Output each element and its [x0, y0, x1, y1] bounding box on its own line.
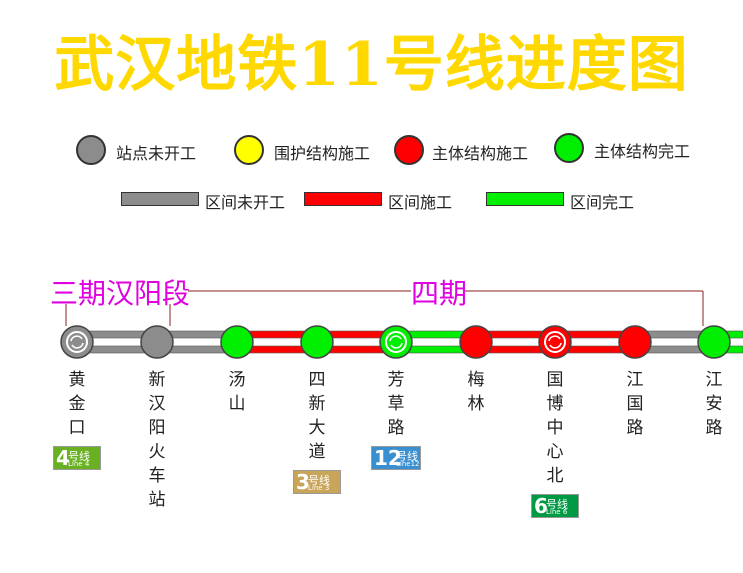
legend-item-station-main-structure: 主体结构施工	[394, 135, 554, 171]
legend-bar-gray	[121, 192, 199, 206]
station-name-jiangguolu: 江国路	[626, 370, 644, 438]
station-marker-tangshan[interactable]	[220, 325, 254, 359]
station-name-huangjinkou: 黄金口	[68, 370, 86, 438]
badge-line-number: 12	[374, 446, 402, 470]
legend-swatch-yellow	[234, 135, 264, 165]
legend-label: 区间施工	[388, 193, 453, 212]
station-circle	[300, 325, 334, 359]
station-circle	[459, 325, 493, 359]
station-name-fangcaolu: 芳草路	[387, 370, 405, 438]
badge-line-zh: 号线	[546, 498, 568, 511]
interchange-arrows-icon	[548, 335, 562, 349]
station-name-guobozhongxinbei: 国博中心北	[546, 370, 564, 486]
legend-swatch-green	[554, 133, 584, 163]
station-circle	[618, 325, 652, 359]
legend-item-section-in-progress: 区间施工	[304, 192, 474, 212]
badge-line-zh: 号线	[68, 450, 90, 463]
legend-label: 区间完工	[570, 193, 635, 212]
station-name-tangshan: 汤山	[228, 370, 246, 414]
legend-item-station-enclosure: 围护结构施工	[234, 135, 394, 171]
station-circle	[60, 325, 94, 359]
station-marker-meilin[interactable]	[459, 325, 493, 359]
badge-line-number: 6	[534, 494, 548, 518]
legend-label: 主体结构施工	[432, 144, 529, 163]
station-name-xinhanyang: 新汉阳火车站	[148, 370, 166, 510]
legend-label: 围护结构施工	[274, 144, 371, 163]
station-name-sixindadao: 四新大道	[308, 370, 326, 462]
station-marker-sixindadao[interactable]	[300, 325, 334, 359]
legend-bar-red	[304, 192, 382, 206]
legend-swatch-gray	[76, 135, 106, 165]
station-circle	[697, 325, 731, 359]
legend-label: 区间未开工	[205, 193, 286, 212]
interchange-arrows-icon	[70, 335, 84, 349]
stations	[60, 325, 731, 359]
legend-item-section-not-started: 区间未开工	[121, 192, 311, 212]
badge-line-en: Line12	[396, 460, 420, 468]
station-circle	[538, 325, 572, 359]
badge-line-number: 3	[296, 470, 310, 494]
badge-line-en: Line 6	[546, 508, 568, 516]
station-name-jianganlu: 江安路	[705, 370, 723, 438]
legend-bar-green	[486, 192, 564, 206]
phase-label-3-hanyang: 三期汉阳段	[50, 277, 191, 310]
interchange-ring	[385, 331, 407, 353]
legend-swatch-red	[394, 135, 424, 165]
interchange-ring	[66, 331, 88, 353]
badge-line-en: Line 4	[68, 460, 90, 468]
station-marker-xinhanyang[interactable]	[140, 325, 174, 359]
station-name-meilin: 梅林	[467, 370, 485, 414]
station-marker-jianganlu[interactable]	[697, 325, 731, 359]
station-marker-huangjinkou[interactable]	[60, 325, 94, 359]
legend-label: 站点未开工	[116, 144, 197, 163]
phase-label-4: 四期	[411, 277, 468, 310]
badge-line-en: Line 3	[308, 484, 330, 492]
station-marker-jiangguolu[interactable]	[618, 325, 652, 359]
phase-brackets	[65, 290, 704, 326]
badge-line-number: 4	[56, 446, 70, 470]
station-circle	[220, 325, 254, 359]
station-circle	[140, 325, 174, 359]
page-title: 武汉地铁11号线进度图	[54, 30, 689, 100]
legend-item-station-not-started: 站点未开工	[76, 135, 226, 171]
interchange-ring	[544, 331, 566, 353]
station-marker-guobozhongxinbei[interactable]	[538, 325, 572, 359]
badge-line-zh: 号线	[396, 450, 418, 463]
interchange-arrows-icon	[389, 335, 403, 349]
legend-label: 主体结构完工	[594, 142, 691, 161]
legend-item-station-completed: 主体结构完工	[554, 133, 714, 169]
station-circle	[379, 325, 413, 359]
badge-line-zh: 号线	[308, 474, 330, 487]
station-marker-fangcaolu[interactable]	[379, 325, 413, 359]
legend-item-section-completed: 区间完工	[486, 192, 656, 212]
